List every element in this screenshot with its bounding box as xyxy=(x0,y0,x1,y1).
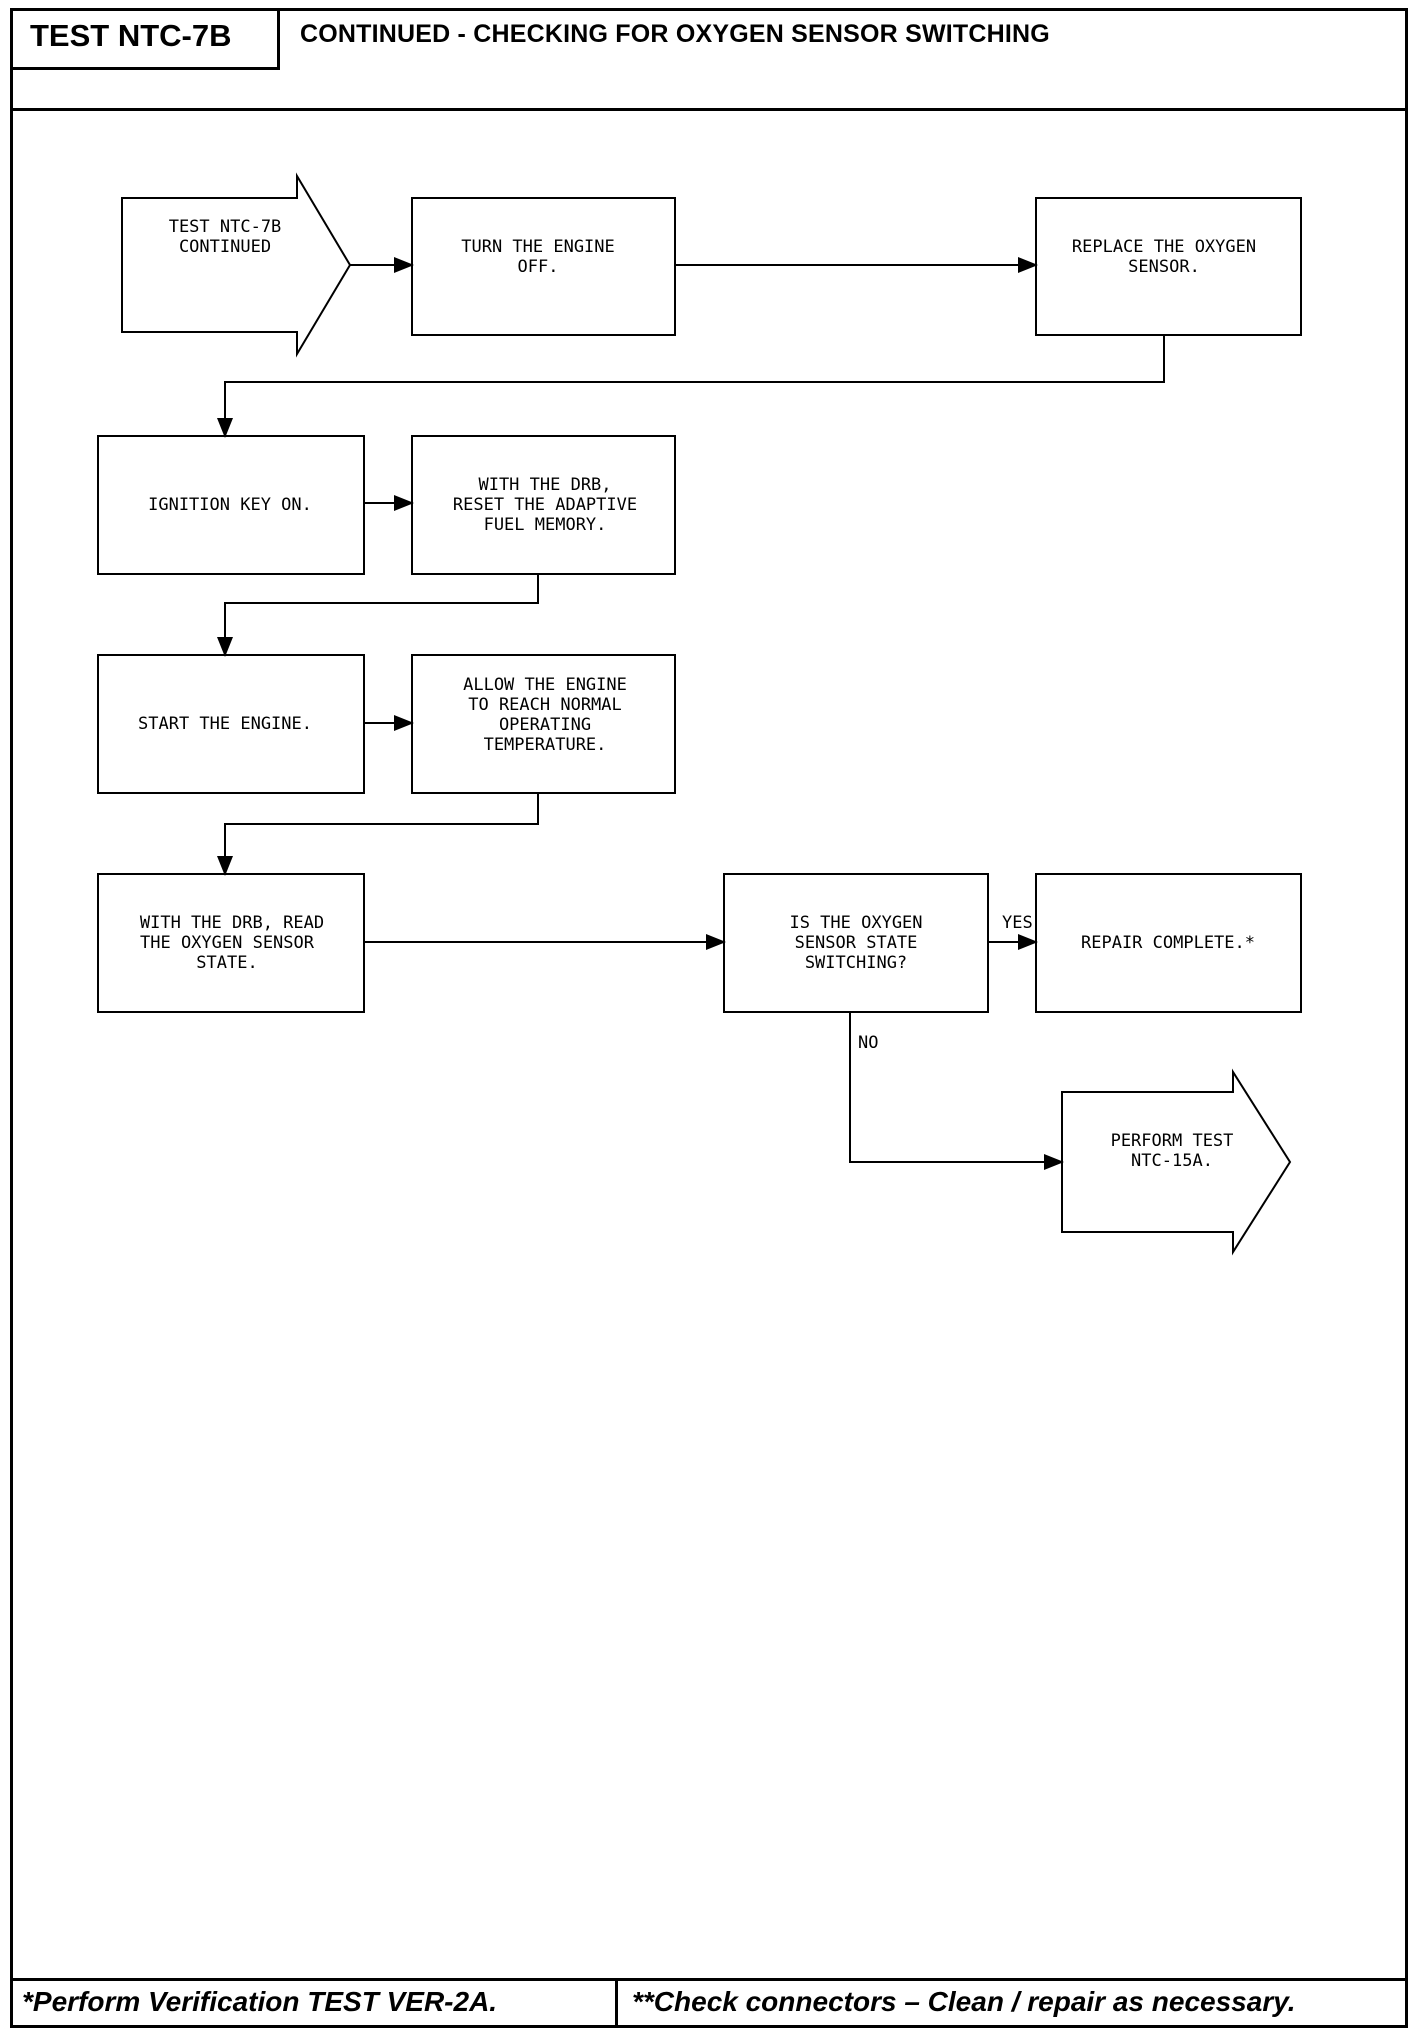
footer-bar xyxy=(10,1978,1408,2028)
repair-complete-label: REPAIR COMPLETE.* xyxy=(1081,933,1255,953)
perform-test-arrow-shape xyxy=(1061,1068,1292,1256)
replace-sensor-label-line: REPLACE THE OXYGEN xyxy=(1072,237,1256,257)
ignition-on-label: IGNITION KEY ON. xyxy=(148,495,312,515)
footer-verification-note: *Perform Verification TEST VER-2A. xyxy=(22,1986,498,2017)
warm-up-label-line: OPERATING xyxy=(499,715,591,735)
page-frame xyxy=(10,8,1408,2028)
reset-memory-label-line: FUEL MEMORY. xyxy=(484,515,607,535)
read-state-label-line: STATE. xyxy=(196,953,257,973)
perform-test-label-line: PERFORM TEST xyxy=(1111,1131,1234,1151)
warm-up-label-line: ALLOW THE ENGINE xyxy=(463,675,627,695)
start-label-line: TEST NTC-7B xyxy=(169,217,282,237)
warm-up-label: ALLOW THE ENGINE TO REACH NORMAL OPERATI… xyxy=(463,675,627,755)
warm-up-label-line: TO REACH NORMAL xyxy=(468,695,622,715)
start-engine-label: START THE ENGINE. xyxy=(138,714,312,734)
yes-label: YES xyxy=(1002,913,1033,933)
perform-test-label-line: NTC-15A. xyxy=(1131,1151,1213,1171)
no-label: NO xyxy=(858,1033,878,1053)
connector-replace-to-ignition xyxy=(217,335,1165,438)
replace-sensor-label: REPLACE THE OXYGEN SENSOR. xyxy=(1072,237,1256,277)
decision-label: IS THE OXYGEN SENSOR STATE SWITCHING? xyxy=(789,913,922,973)
warm-up-label-line: TEMPERATURE. xyxy=(484,735,607,755)
test-id-label: TEST NTC-7B xyxy=(10,8,280,70)
turn-off-label-line: OFF. xyxy=(518,257,559,277)
connector-warm-up-to-read-state xyxy=(217,793,539,876)
turn-off-box xyxy=(411,197,676,336)
connector-reset-to-start-engine xyxy=(217,574,539,657)
page-title: CONTINUED - CHECKING FOR OXYGEN SENSOR S… xyxy=(300,20,1050,48)
start-engine-box xyxy=(97,654,365,794)
read-state-label-line: WITH THE DRB, READ xyxy=(140,913,324,933)
repair-complete-label-line: REPAIR COMPLETE.* xyxy=(1081,933,1255,953)
decision-label-line: IS THE OXYGEN xyxy=(789,913,922,933)
repair-complete-box xyxy=(1035,873,1302,1013)
start-engine-label-line: START THE ENGINE. xyxy=(138,714,312,734)
header-bar xyxy=(10,8,1408,111)
read-state-label-line: THE OXYGEN SENSOR xyxy=(140,933,315,953)
decision-label-line: SWITCHING? xyxy=(805,953,907,973)
ignition-on-box xyxy=(97,435,365,575)
decision-box xyxy=(723,873,989,1013)
reset-memory-label: WITH THE DRB, RESET THE ADAPTIVE FUEL ME… xyxy=(453,475,637,535)
footer-divider xyxy=(615,1978,618,2028)
footer-connector-note: **Check connectors – Clean / repair as n… xyxy=(632,1986,1296,2017)
ignition-on-label-line: IGNITION KEY ON. xyxy=(148,495,312,515)
perform-test-label: PERFORM TEST NTC-15A. xyxy=(1111,1131,1234,1171)
turn-off-label: TURN THE ENGINE OFF. xyxy=(461,237,615,277)
decision-label-line: SENSOR STATE xyxy=(795,933,918,953)
turn-off-label-line: TURN THE ENGINE xyxy=(461,237,615,257)
read-state-label: WITH THE DRB, READ THE OXYGEN SENSOR STA… xyxy=(140,913,324,973)
start-label: TEST NTC-7B CONTINUED xyxy=(169,217,282,257)
connector-decision-no xyxy=(849,1012,1064,1170)
reset-memory-label-line: RESET THE ADAPTIVE xyxy=(453,495,637,515)
reset-memory-label-line: WITH THE DRB, xyxy=(478,475,611,495)
replace-sensor-box xyxy=(1035,197,1302,336)
start-arrow-shape xyxy=(121,172,352,358)
replace-sensor-label-line: SENSOR. xyxy=(1128,257,1200,277)
start-label-line: CONTINUED xyxy=(179,237,271,257)
warm-up-box xyxy=(411,654,676,794)
